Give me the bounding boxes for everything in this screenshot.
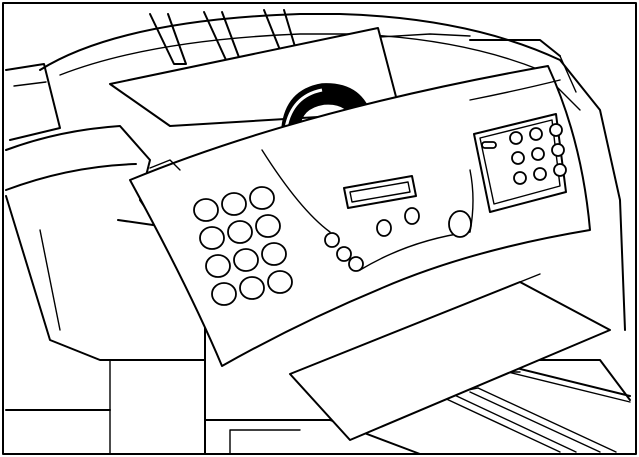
- function-buttons: [324, 207, 472, 272]
- one-touch-button[interactable]: [551, 143, 565, 157]
- keypad-button[interactable]: [205, 254, 231, 278]
- one-touch-button[interactable]: [529, 127, 543, 141]
- numeric-keypad: [193, 186, 293, 306]
- keypad-button[interactable]: [239, 276, 265, 300]
- function-button[interactable]: [376, 219, 392, 237]
- keypad-button[interactable]: [221, 192, 247, 216]
- document-sheet-front: [289, 281, 611, 441]
- function-button[interactable]: [336, 246, 352, 262]
- sheet-edge: [519, 273, 541, 283]
- lcd-display: [343, 175, 417, 209]
- keypad-button[interactable]: [199, 226, 225, 250]
- keypad-button[interactable]: [193, 198, 219, 222]
- keypad-button[interactable]: [233, 248, 259, 272]
- function-button[interactable]: [324, 232, 340, 248]
- keypad-button[interactable]: [227, 220, 253, 244]
- keypad-button[interactable]: [261, 242, 287, 266]
- one-touch-button[interactable]: [511, 151, 525, 165]
- one-touch-button[interactable]: [533, 167, 547, 181]
- keypad-button[interactable]: [211, 282, 237, 306]
- keypad-button[interactable]: [249, 186, 275, 210]
- one-touch-keypad: [473, 113, 567, 213]
- function-button[interactable]: [348, 256, 364, 272]
- one-touch-button[interactable]: [513, 171, 527, 185]
- start-button[interactable]: [448, 210, 472, 238]
- function-button[interactable]: [404, 207, 420, 225]
- one-touch-buttons: [509, 123, 567, 185]
- one-touch-button[interactable]: [509, 131, 523, 145]
- keypad-button[interactable]: [255, 214, 281, 238]
- one-touch-button[interactable]: [549, 123, 563, 137]
- keypad-button[interactable]: [267, 270, 293, 294]
- one-touch-button[interactable]: [553, 163, 567, 177]
- one-touch-button[interactable]: [481, 141, 497, 149]
- machine-back-housing: [5, 9, 626, 331]
- one-touch-button[interactable]: [531, 147, 545, 161]
